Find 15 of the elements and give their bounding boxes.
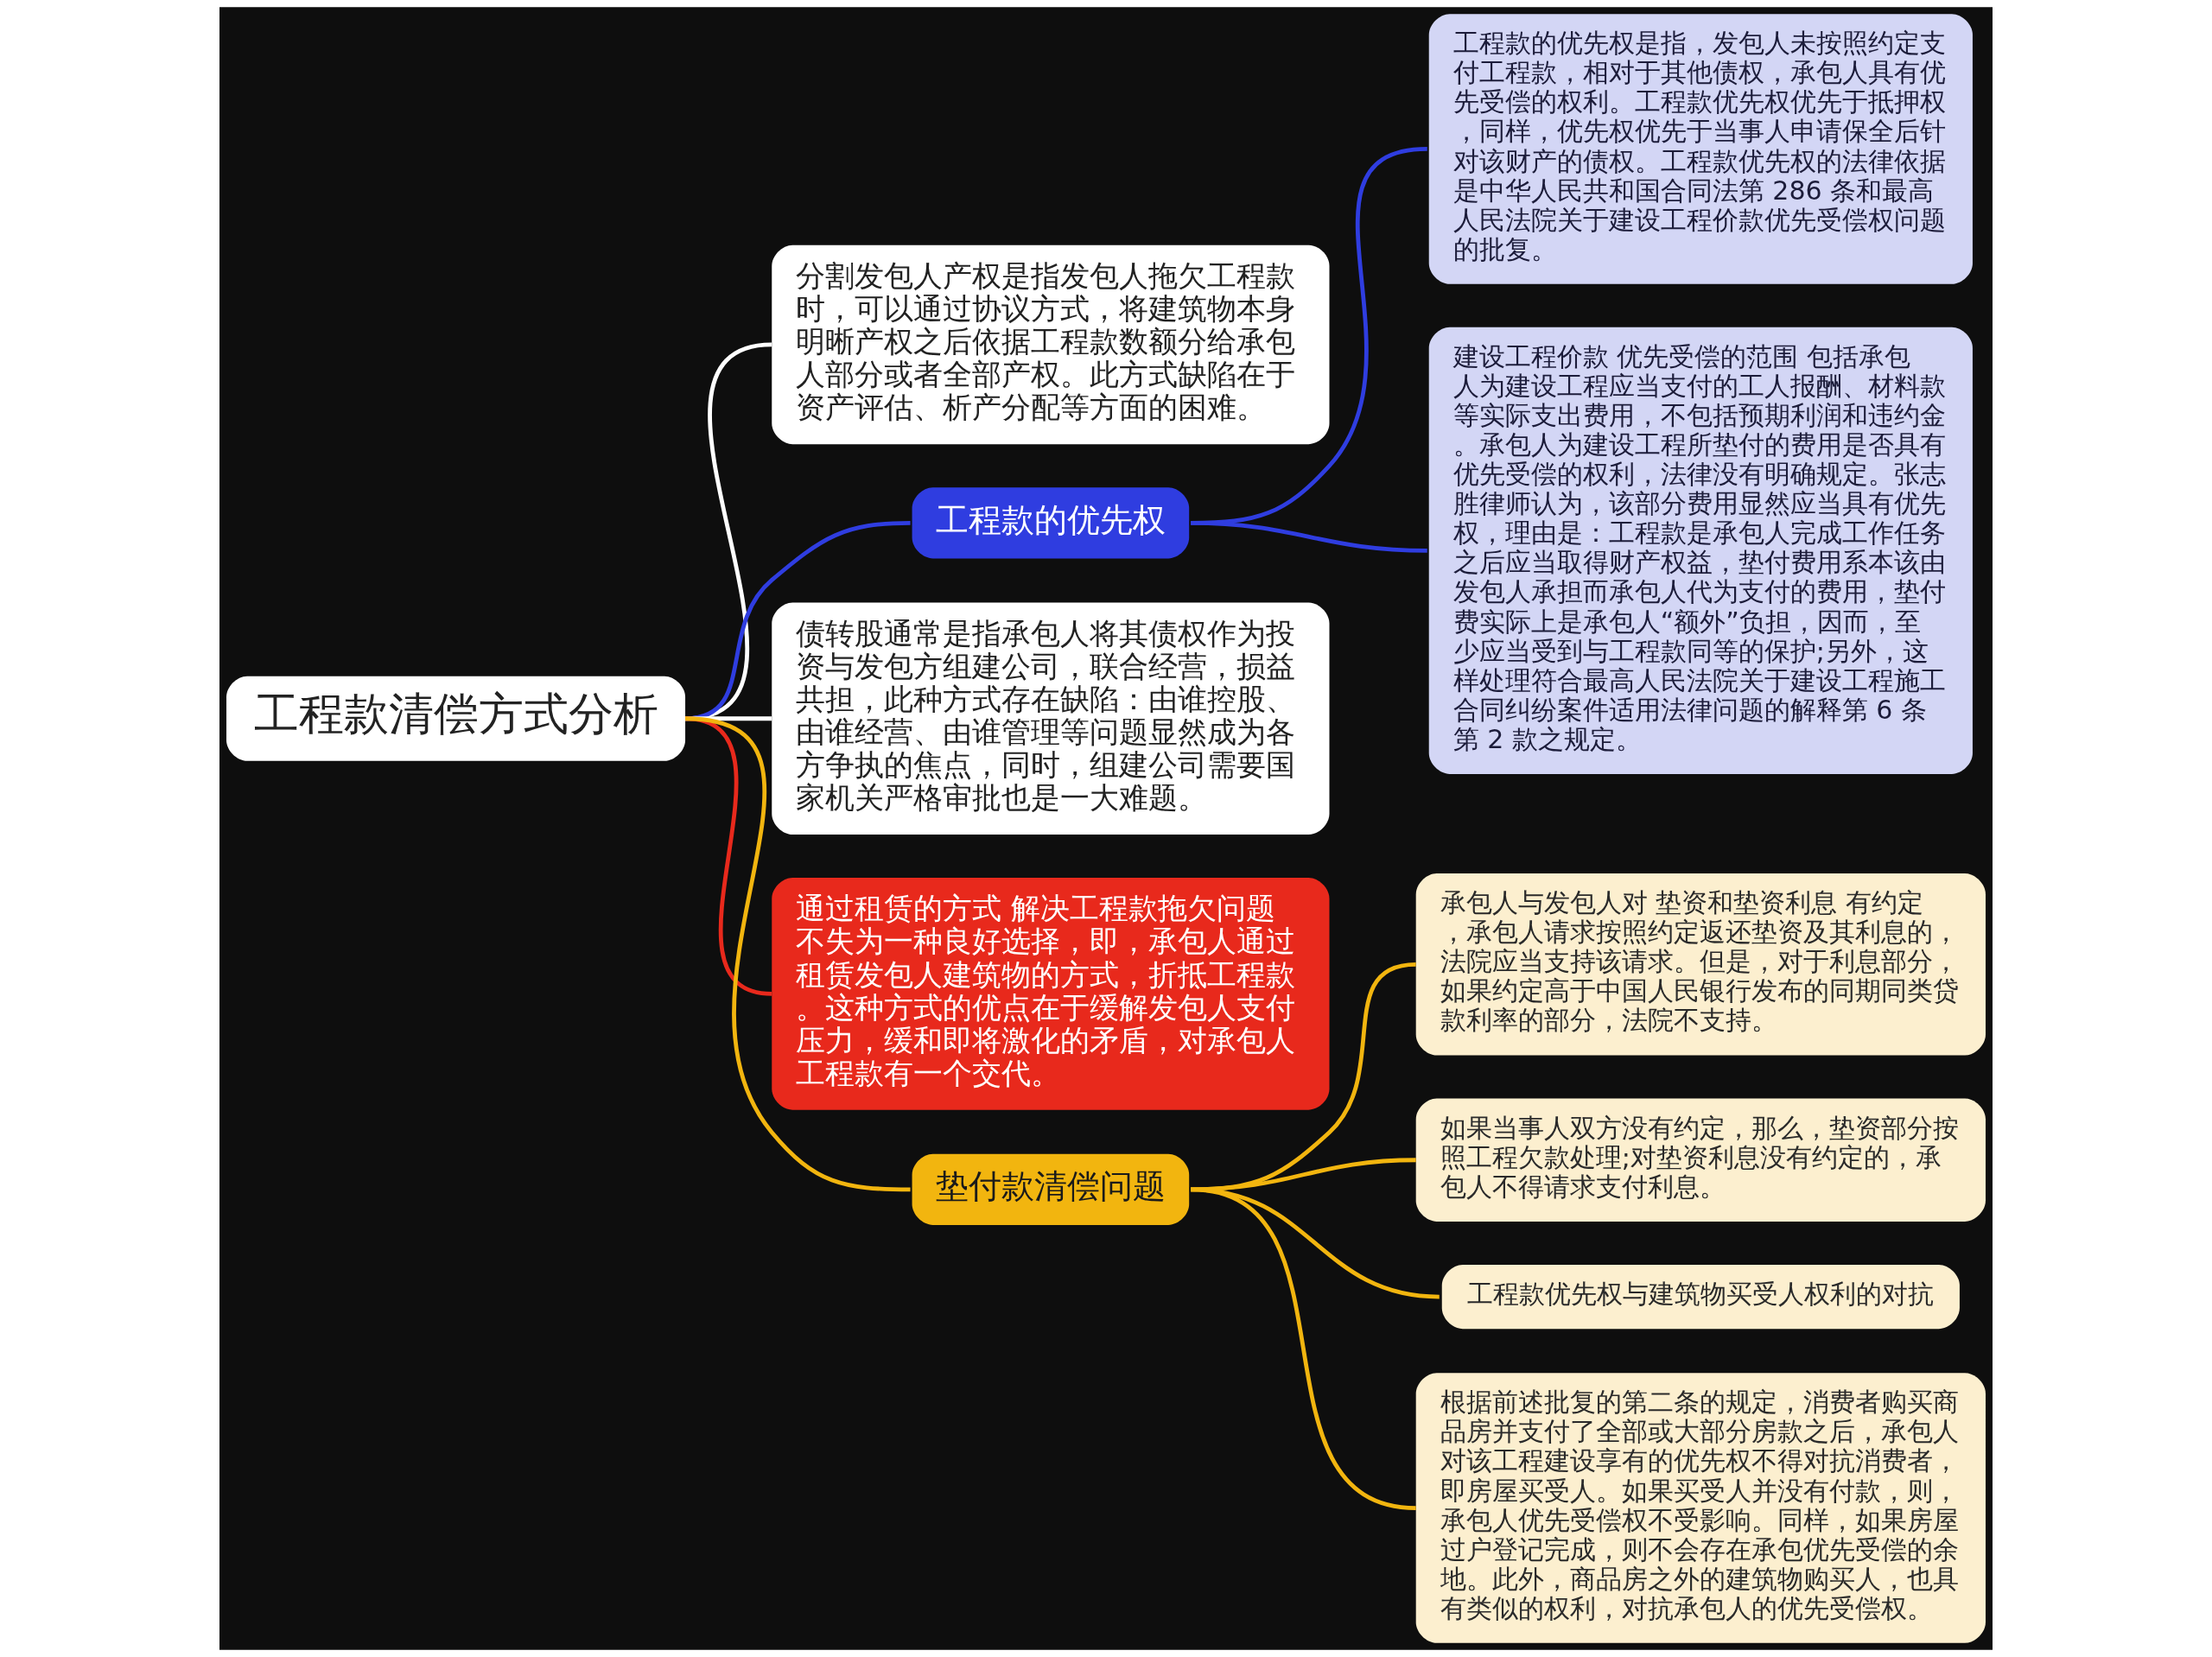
node-box: 分割发包人产权是指发包人拖欠工程款时，可以通过协议方式，将建筑物本身明晰产权之后依据工程款数额分给承包人部分或者全部产权。此方式缺陷在于资产评估、析产分配等方面的困难。 bbox=[772, 244, 1330, 445]
node-box: 建设工程价款 优先受偿的范围 包括承包人为建设工程应当支付的工人报酬、材料款等实际支出费用，不包括预期利润和违约金。承包人为建设工程所垫付的费用是否具有优先受偿的权利，法律没有明确规定。张志胜律师认为，该部分费用显然应当具有优先权，理由是：工程款是承包人完成工作任务之后应当取得财产权益，垫付费用系本该由发包人承担而承包人代为支付的费用，垫付费实际上是承包人“额外”负担，因而，至少应当受到与工程款同等的保护;另外，这样处理符合最高人民法院关于建设工程施工合同纠纷案件适用法律问题的解释第 6 条第 2 款之规定。 bbox=[1428, 327, 1973, 774]
node-box: 通过租赁的方式 解决工程款拖欠问题不失为一种良好选择，即，承包人通过租赁发包人建筑物的方式，折抵工程款。这种方式的优点在于缓解发包人支付压力，缓和即将激化的矛盾，对承包人工程款有一个交代。 bbox=[772, 878, 1330, 1110]
connector bbox=[1190, 1187, 1417, 1510]
node-box: 垫付款清偿问题 bbox=[912, 1153, 1190, 1225]
node-box: 根据前述批复的第二条的规定，消费者购买商品房并支付了全部或大部分房款之后，承包人对该工程建设享有的优先权不得对抗消费者，即房屋买受人。如果买受人并没有付款，则，承包人优先受偿权不受影响。同样，如果房屋过户登记完成，则不会存在承包优先受偿的余地。此外，商品房之外的建筑物购买人，也具有类似的权利，对抗承包人的优先受偿权。 bbox=[1415, 1373, 1986, 1643]
node-box: 承包人与发包人对 垫资和垫资利息 有约定，承包人请求按照约定返还垫资及其利息的，法院应当支持该请求。但是，对于利息部分，如果约定高于中国人民银行发布的同期同类贷款利率的部分，法院不支持。 bbox=[1415, 873, 1986, 1056]
node-box: 如果当事人双方没有约定，那么，垫资部分按照工程欠款处理;对垫资利息没有约定的，承包人不得请求支付利息。 bbox=[1415, 1098, 1986, 1222]
connector bbox=[1191, 520, 1427, 553]
connector bbox=[684, 716, 911, 1192]
node-box: 工程款优先权与建筑物买受人权利的对抗 bbox=[1441, 1265, 1960, 1330]
node-box: 工程款的优先权是指，发包人未按照约定支付工程款，相对于其他债权，承包人具有优先受偿的权利。工程款优先权优先于抵押权，同样，优先权优先于当事人申请保全后针对该财产的债权。工程款优先权的法律依据是中华人民共和国合同法第 286 条和最高人民法院关于建设工程价款优先受偿权问题的批复。 bbox=[1428, 14, 1973, 284]
node-box: 工程款清偿方式分析 bbox=[226, 676, 686, 761]
node-box: 债转股通常是指承包人将其债权作为投资与发包方组建公司，联合经营，损益共担，此种方式存在缺陷：由谁控股、由谁经营、由谁管理等问题显然成为各方争执的焦点，同时，组建公司需要国家机关严格审批也是一大难题。 bbox=[772, 602, 1330, 835]
node-box: 工程款的优先权 bbox=[912, 487, 1190, 559]
